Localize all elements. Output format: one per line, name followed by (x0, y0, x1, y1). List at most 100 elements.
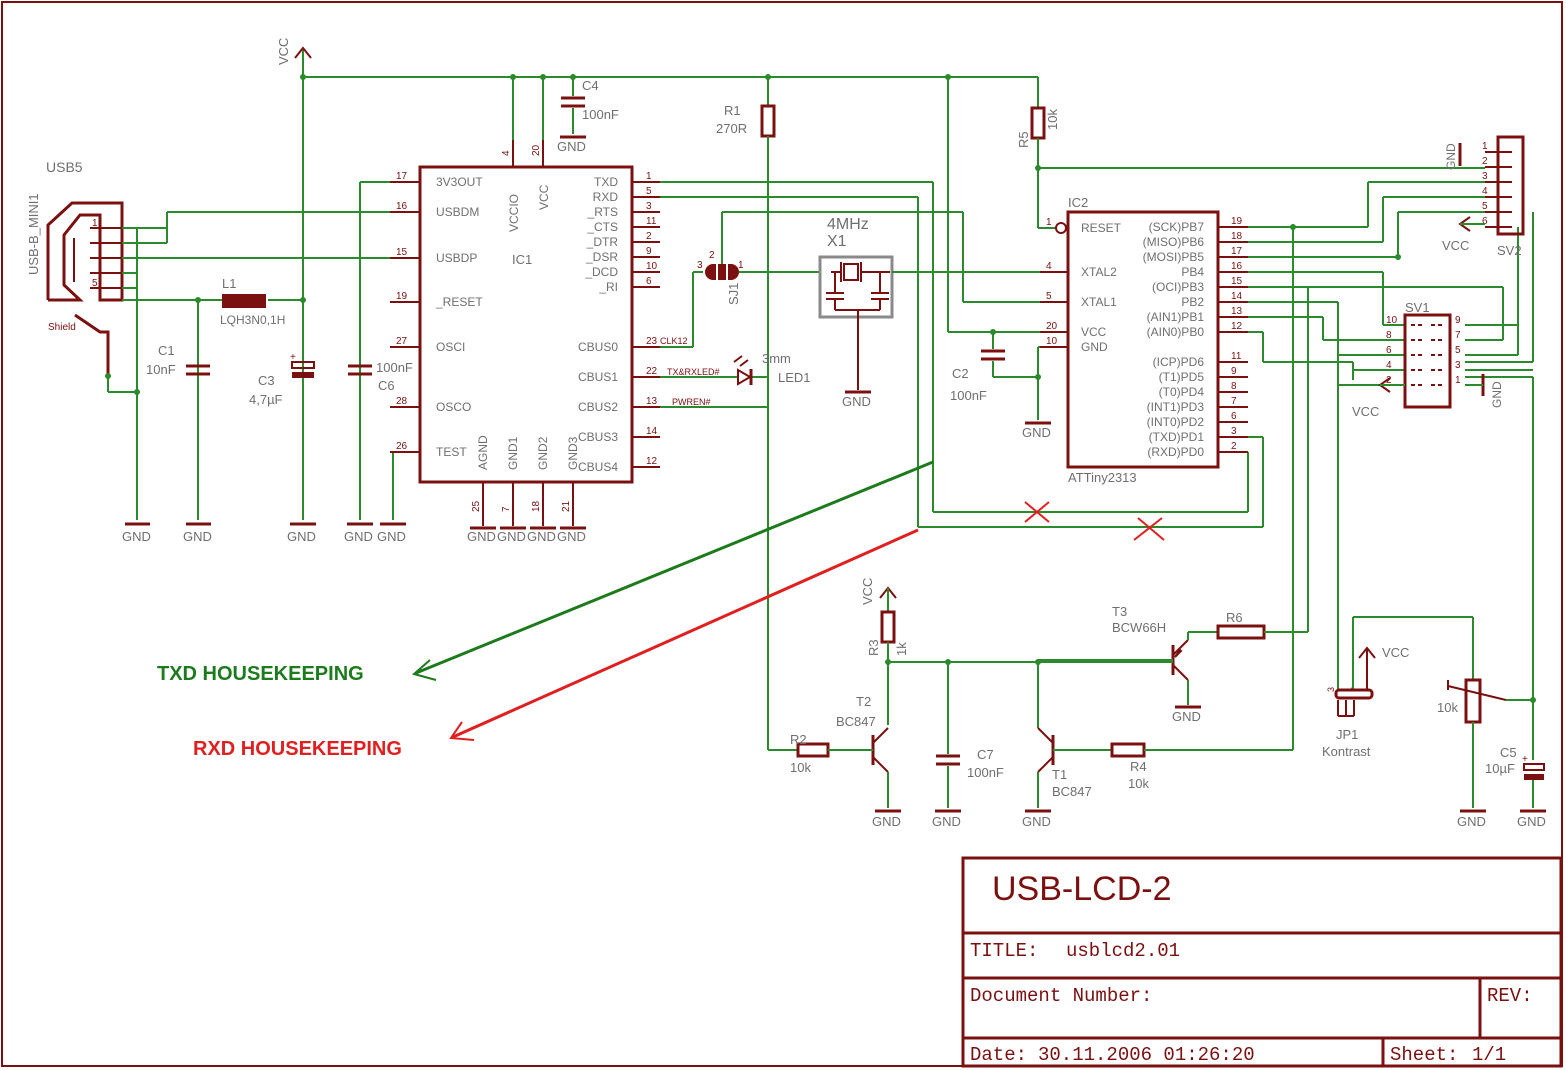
ic1-pin-name: OSCO (436, 400, 471, 414)
ic1-chip: IC1 4 20 VCCIO VCC (418, 77, 634, 484)
ic2-pin-name: (T1)PD5 (1159, 370, 1205, 384)
sv1-pin-number: 7 (1455, 330, 1461, 341)
sv1-pin-number: 3 (1455, 360, 1461, 371)
ic2-pin-number: 12 (1231, 321, 1243, 332)
svg-text:VCC: VCC (537, 184, 551, 210)
ic2-pin-number: 8 (1231, 381, 1237, 392)
ic1-pin-name: GND2 (536, 436, 550, 470)
svg-text:10k: 10k (790, 760, 811, 775)
svg-text:C5: C5 (1500, 745, 1517, 760)
transistor-t3: T3 BCW66H R6 GND (1038, 287, 1309, 724)
vcc-symbol-top: VCC (276, 38, 312, 65)
svg-text:LQH3N0,1H: LQH3N0,1H (220, 313, 285, 327)
ic1-pin-name: CBUS1 (578, 370, 618, 384)
project-title: USB-LCD-2 (992, 870, 1171, 908)
svg-text:USB-B_MINI1: USB-B_MINI1 (26, 193, 41, 275)
ic2-pin-number: 13 (1231, 306, 1243, 317)
svg-text:R3: R3 (866, 639, 881, 656)
svg-text:Date:: Date: (970, 1044, 1027, 1066)
ic1-pin-name: _RESET (435, 295, 483, 309)
svg-text:100nF: 100nF (967, 765, 1004, 780)
ic1-pin-name: AGND (476, 435, 490, 470)
rxd-housekeeping-label: RXD HOUSEKEEPING (193, 738, 402, 760)
svg-text:2: 2 (709, 250, 715, 261)
svg-text:1: 1 (92, 218, 98, 229)
svg-text:C7: C7 (977, 747, 994, 762)
ic2-pin-name: (INT0)PD2 (1147, 415, 1205, 429)
capacitor-c6: 100nF C6 (348, 181, 420, 520)
ic2-pin-number: 6 (1231, 411, 1237, 422)
ic2-pin-name: XTAL1 (1081, 295, 1117, 309)
ic1-pin-number: 25 (471, 500, 482, 512)
svg-text:REV:: REV: (1487, 985, 1533, 1007)
ic2-pin-name: VCC (1081, 325, 1107, 339)
ic2-pin-name: (OCI)PB3 (1152, 280, 1204, 294)
svg-text:1: 1 (738, 260, 744, 271)
svg-text:VCC: VCC (860, 578, 875, 605)
svg-text:IC2: IC2 (1068, 195, 1088, 210)
svg-text:GND: GND (122, 529, 151, 544)
svg-text:TITLE:: TITLE: (970, 940, 1038, 962)
svg-text:10k: 10k (1128, 776, 1149, 791)
svg-text:X1: X1 (827, 233, 847, 250)
ic2-right-pins: 19(SCK)PB718(MISO)PB617(MOSI)PB516PB415(… (1143, 216, 1248, 459)
svg-text:10nF: 10nF (146, 362, 176, 377)
svg-text:GND: GND (557, 529, 586, 544)
capacitor-c2: GND C2 100nF (947, 77, 1068, 440)
ic2-pin-number: 4 (1046, 261, 1052, 272)
ic2-pin-number: 20 (1046, 321, 1058, 332)
sv1-pin-number: 8 (1386, 330, 1392, 341)
svg-text:GND: GND (1172, 709, 1201, 724)
ic2-pin-number: 15 (1231, 276, 1243, 287)
svg-text:4MHz: 4MHz (827, 216, 869, 233)
svg-text:VCC: VCC (1382, 645, 1409, 660)
svg-text:1: 1 (1344, 687, 1354, 692)
ic2-pin-name: GND (1081, 340, 1108, 354)
sv1-pin-number: 5 (1455, 345, 1461, 356)
ic2-pin-number: 9 (1231, 366, 1237, 377)
ic2-right-wires (1248, 181, 1534, 760)
svg-text:IC1: IC1 (512, 252, 532, 267)
ic2-pin-number: 1 (1046, 217, 1052, 228)
svg-text:10µF: 10µF (1485, 761, 1515, 776)
ic1-pin-name: _CTS (586, 220, 618, 234)
ic2-pin-name: (INT1)PD3 (1147, 400, 1205, 414)
crystal-x1: 4MHz X1 GND (818, 216, 1068, 409)
ic1-pin-number: 6 (646, 276, 652, 287)
ic1-pin-name: _RTS (587, 205, 618, 219)
svg-text:Sheet:: Sheet: (1390, 1044, 1458, 1066)
svg-text:LED1: LED1 (778, 370, 811, 385)
capacitor-c3: + C3 4,7µF (249, 352, 315, 407)
resistor-r5: R5 10k (1016, 106, 1485, 234)
svg-text:TX&RXLED#: TX&RXLED# (667, 367, 720, 377)
ic1-pin-number: 18 (531, 500, 542, 512)
sv2-pin-number: 5 (1482, 201, 1488, 212)
ic2-pin-number: 3 (1231, 426, 1237, 437)
ic1-pin-number: 7 (501, 506, 512, 512)
svg-text:4: 4 (501, 150, 512, 156)
svg-text:GND: GND (932, 814, 961, 829)
svg-text:+: + (1522, 754, 1528, 765)
cut-marks (1024, 501, 1165, 541)
ic1-pin-name: _DTR (586, 235, 619, 249)
usb-connector: USB5 USB-B_MINI1 1 5 Shield (26, 159, 124, 376)
svg-text:C6: C6 (378, 378, 395, 393)
svg-text:GND: GND (467, 529, 496, 544)
ic1-pin-name: TXD (594, 175, 618, 189)
ic2-pin-name: RESET (1081, 221, 1122, 235)
sv2-pin-number: 2 (1482, 156, 1488, 167)
svg-text:1k: 1k (894, 642, 909, 656)
sv1-pin-number: 1 (1455, 375, 1461, 386)
ic1-pin-name: _RI (598, 280, 618, 294)
svg-text:C4: C4 (582, 78, 599, 93)
svg-text:20: 20 (531, 144, 542, 156)
ic1-pin-number: 14 (646, 426, 658, 437)
ic2-pin-name: (ICP)PD6 (1153, 355, 1205, 369)
ic1-right-wires (660, 181, 1264, 528)
svg-text:GND: GND (1022, 425, 1051, 440)
transistor-section: VCC R3 1k T2 BC847 GND R2 10k GND C7 100… (768, 578, 1294, 829)
